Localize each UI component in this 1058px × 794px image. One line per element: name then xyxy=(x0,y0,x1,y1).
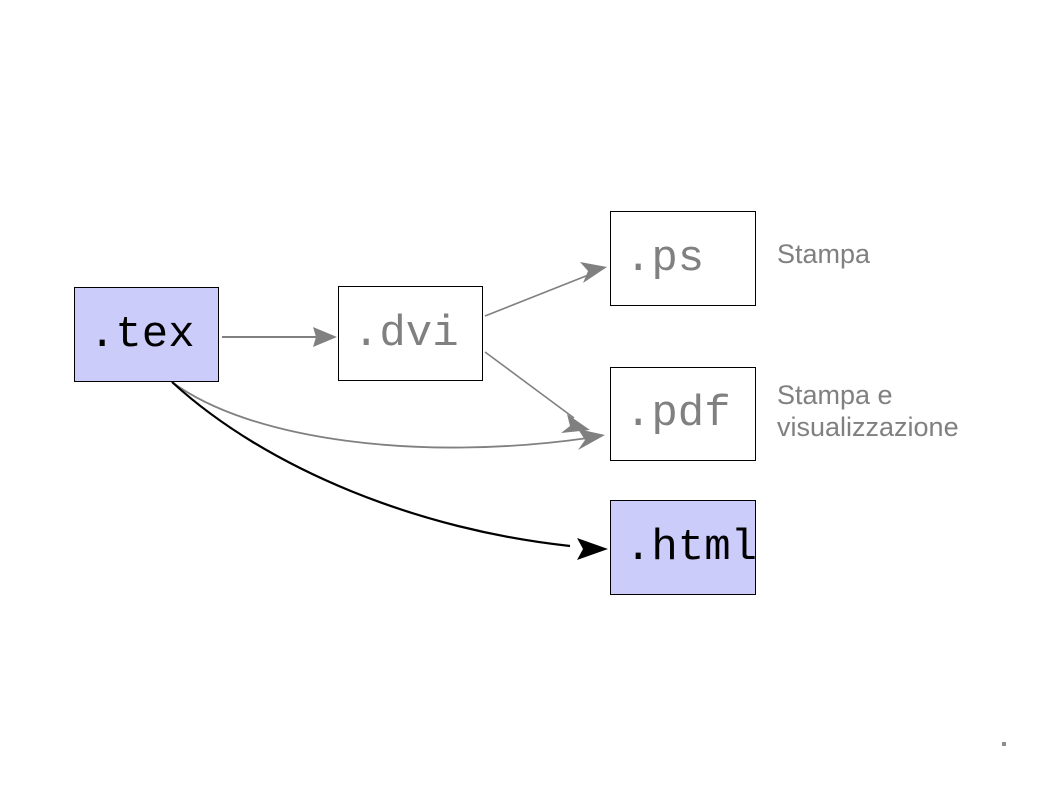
node-html[interactable]: .html xyxy=(610,500,758,595)
edge-dvi-to-ps xyxy=(484,262,607,317)
node-ps-label: .ps xyxy=(625,233,705,284)
node-dvi[interactable]: .dvi xyxy=(338,286,483,381)
node-tex-label: .tex xyxy=(89,309,195,360)
node-dvi-label: .dvi xyxy=(353,308,459,359)
node-html-label: .html xyxy=(625,522,758,573)
edge-tex-to-dvi xyxy=(222,327,337,347)
node-pdf-label: .pdf xyxy=(625,389,731,439)
node-ps[interactable]: .ps xyxy=(610,211,756,306)
edge-dvi-to-pdf xyxy=(484,351,590,433)
node-tex[interactable]: .tex xyxy=(74,287,219,382)
annotation-print-and-view: Stampa e visualizzazione xyxy=(777,380,959,442)
edge-tex-to-pdf xyxy=(171,381,605,450)
node-pdf[interactable]: .pdf xyxy=(610,367,756,461)
annotation-print: Stampa xyxy=(777,239,871,269)
corner-mark-dot xyxy=(1002,742,1006,746)
edge-tex-to-html xyxy=(171,381,608,560)
